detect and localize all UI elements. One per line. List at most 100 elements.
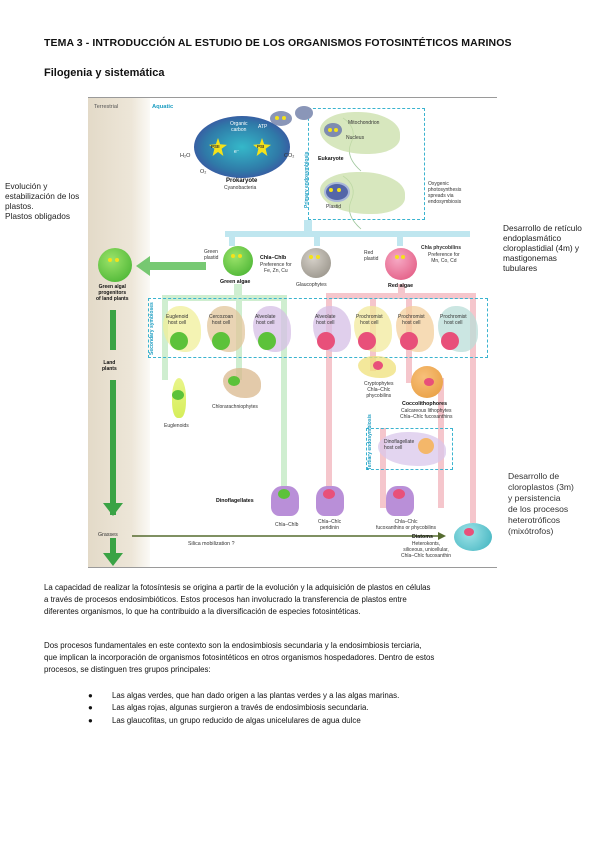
side-note-right-bottom: Desarrollo de cloroplastos (3m) y persis… bbox=[508, 471, 574, 536]
glaucophyte-cell bbox=[301, 248, 331, 278]
page-title: TEMA 3 - INTRODUCCIÓN AL ESTUDIO DE LOS … bbox=[44, 37, 512, 49]
primary-branch-bar bbox=[225, 231, 470, 237]
green-plastid-cell bbox=[170, 332, 188, 350]
plastid-cell bbox=[324, 182, 350, 202]
red-algae-cell bbox=[385, 248, 417, 280]
to-glauco-arrow bbox=[314, 231, 320, 246]
paragraph-1: La capacidad de realizar la fotosíntesis… bbox=[44, 583, 431, 617]
grasses-arrowhead bbox=[103, 503, 123, 516]
bullet-icon: ● bbox=[88, 715, 93, 725]
green-trunk bbox=[234, 284, 242, 298]
to-green-arrow bbox=[229, 231, 235, 246]
green-plastid-cell bbox=[258, 332, 276, 350]
green-algae-cell bbox=[223, 246, 253, 276]
diatoms-label: Diatoms bbox=[412, 534, 433, 540]
silica-arrowhead bbox=[438, 532, 446, 540]
list-item: ●Las algas verdes, que han dado origen a… bbox=[88, 690, 399, 702]
red-plastid-cell bbox=[358, 332, 376, 350]
euglenoid-plastid bbox=[172, 390, 184, 400]
dino-variant-label: Chla–Chlb bbox=[275, 522, 299, 528]
endosymbiosis-figure: Terrestrial Aquatic bbox=[88, 97, 497, 568]
o2-label: O₂ bbox=[200, 169, 207, 175]
tertiary-endosymbiosis-label: Tertiary endosymbiosis bbox=[367, 414, 373, 470]
primary-endosymbiosis-label: Primary endosymbiosis bbox=[304, 151, 310, 208]
eukaryote-label: Eukaryote bbox=[318, 156, 344, 162]
silica-mobilization-label: Silica mobilization ? bbox=[188, 541, 235, 547]
red-pigments-label: Chla phycobilins bbox=[421, 245, 462, 251]
paragraph-2: Dos procesos fundamentales en este conte… bbox=[44, 641, 435, 675]
psii-label: PSII bbox=[211, 144, 220, 149]
list-item: ●Las glaucofitas, un grupo reducido de a… bbox=[88, 715, 399, 727]
red-algae-label: Red algae bbox=[388, 283, 414, 289]
bottom-arrowhead bbox=[103, 553, 123, 566]
mitochondrion-label: Mitochondrion bbox=[348, 120, 380, 126]
bullet-icon: ● bbox=[88, 691, 93, 700]
red-plastid-cell bbox=[441, 332, 459, 350]
land-plants-down bbox=[110, 380, 116, 515]
tertiary-endosymbiosis-box bbox=[366, 428, 453, 470]
primary-trunk bbox=[304, 220, 312, 232]
groups-list: ●Las algas verdes, que han dado origen a… bbox=[88, 690, 399, 727]
diatom-cell bbox=[454, 523, 492, 551]
dino-red-plastid bbox=[393, 489, 405, 499]
green-algae-label: Green algae bbox=[220, 279, 251, 285]
green-progenitor-cell bbox=[98, 248, 132, 282]
dino-red-plastid bbox=[323, 489, 335, 499]
green-plastid-cell bbox=[212, 332, 230, 350]
section-heading: Filogenia y sistemática bbox=[44, 67, 165, 79]
grasses-down bbox=[110, 538, 116, 556]
secondary-symbiosis-box bbox=[148, 298, 488, 358]
side-note-left: Evolución y estabilización de los plasto… bbox=[5, 181, 80, 221]
red-plastid-cell bbox=[400, 332, 418, 350]
diatoms-details: Heterokonts,siliceous, unicellular,Chla–… bbox=[401, 541, 452, 559]
chlorarachnio-plastid bbox=[228, 376, 240, 386]
red-trunk bbox=[398, 284, 405, 298]
side-note-right-top: Desarrollo de retículo endoplasmático cl… bbox=[503, 223, 582, 273]
green-to-land-arrow bbox=[136, 256, 206, 276]
dinoflagellate-host-cell bbox=[378, 432, 446, 466]
cyanobacteria-label: Cyanobacteria bbox=[224, 185, 257, 191]
aquatic-label: Aquatic bbox=[152, 104, 174, 110]
list-item: ●Las algas rojas, algunas surgieron a tr… bbox=[88, 702, 399, 714]
red-secondary-bar bbox=[326, 293, 476, 299]
free-cyanobacterium-2 bbox=[295, 106, 313, 120]
diatom-plastid bbox=[464, 528, 474, 536]
dino-green-plastid bbox=[278, 489, 290, 499]
green-to-dino bbox=[281, 295, 287, 510]
plastid-label: Plastid bbox=[326, 204, 342, 210]
tertiary-to-dino bbox=[380, 428, 386, 508]
nucleus-label: Nucleus bbox=[346, 135, 365, 141]
green-pigments-label: Chla–Chlb bbox=[260, 255, 287, 261]
coccolithophore-plastid bbox=[424, 378, 434, 386]
engulfed-cyano bbox=[324, 123, 342, 137]
co2-label: CO₂ bbox=[284, 153, 295, 159]
terrestrial-column bbox=[88, 98, 150, 567]
electron-label: e⁻ bbox=[234, 149, 240, 155]
grasses-label: Grasses bbox=[98, 532, 118, 538]
euglenoids-label: Euglenoids bbox=[164, 423, 189, 429]
red-plastid-cell bbox=[317, 332, 335, 350]
dinoflagellates-label: Dinoflagellates bbox=[216, 498, 254, 504]
to-red-arrow bbox=[397, 231, 403, 246]
psi-label: PSI bbox=[257, 144, 265, 149]
glaucophytes-label: Glaucophytes bbox=[296, 282, 327, 288]
prokaryote-cell bbox=[194, 116, 290, 178]
cryptophyte-plastid bbox=[373, 361, 383, 370]
